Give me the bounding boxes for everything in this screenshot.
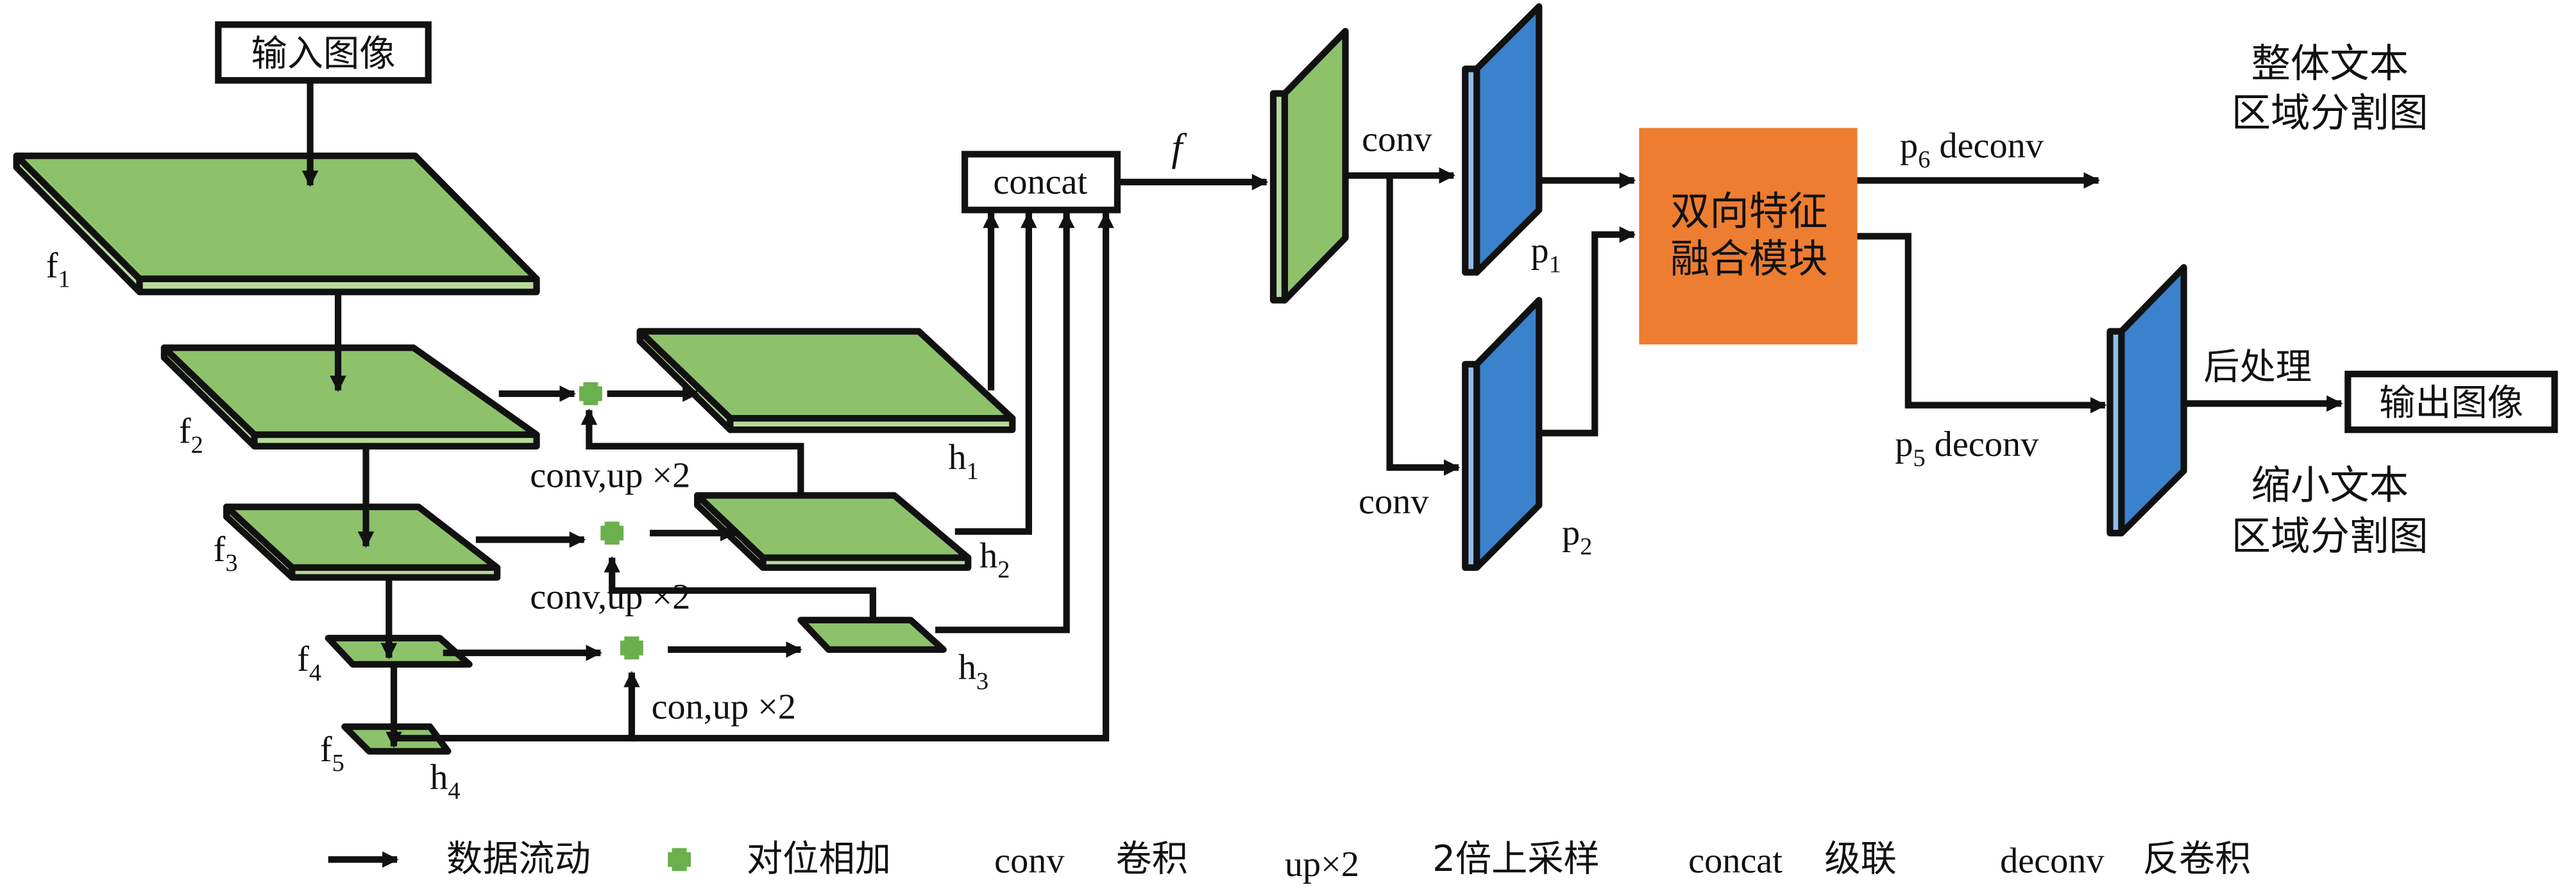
fusion-module-line2: 融合模块 (1670, 237, 1828, 282)
label-h2: h2 (979, 536, 1010, 583)
legend-dataflow: 数据流动 (446, 838, 591, 880)
legend-deconv-desc: 反卷积 (2143, 838, 2251, 880)
projection-p1 (1462, 3, 1543, 276)
add-operator-1 (579, 382, 602, 405)
shrink-text-map-line2: 区域分割图 (2232, 514, 2428, 559)
label-con-up-3: con,up ×2 (652, 687, 797, 727)
connectors (301, 80, 2343, 748)
legend-plus-icon (668, 848, 691, 872)
projection-p5 (2106, 264, 2187, 537)
label-p5-deconv: p5 deconv (1895, 425, 2039, 471)
label-p1: p1 (1531, 231, 1561, 278)
label-conv-top: conv (1362, 119, 1432, 159)
label-h3: h3 (958, 648, 988, 695)
label-f2: f2 (179, 412, 203, 459)
label-h4: h4 (430, 757, 460, 804)
label-conv-bottom: conv (1359, 482, 1429, 522)
label-conv-up-1: conv,up ×2 (530, 456, 690, 496)
label-h1: h1 (949, 438, 979, 485)
output-image-box: 输出图像 (2344, 371, 2558, 434)
label-f3: f3 (214, 530, 238, 577)
feature-f3 (223, 503, 501, 581)
output-image-label: 输出图像 (2379, 382, 2523, 424)
label-conv-up-2: conv,up ×2 (530, 577, 690, 617)
legend-conv-desc: 卷积 (1115, 838, 1188, 880)
add-operator-2 (600, 521, 624, 545)
legend-conv-term: conv (994, 841, 1065, 881)
concat-label: concat (993, 162, 1087, 202)
label-p2: p2 (1562, 513, 1592, 560)
label-postprocess: 后处理 (2203, 346, 2312, 388)
whole-text-map-line1: 整体文本 (2251, 41, 2409, 87)
fusion-module-box: 双向特征 融合模块 (1639, 128, 1858, 345)
legend-add: 对位相加 (747, 838, 891, 880)
legend-deconv-term: deconv (2000, 841, 2105, 881)
feature-h1 (636, 328, 1016, 434)
whole-text-map-line2: 区域分割图 (2232, 90, 2428, 136)
feature-f1 (13, 152, 540, 296)
feature-h3 (797, 616, 947, 654)
feature-f4 (325, 634, 473, 668)
legend-up-desc: 2倍上采样 (1432, 838, 1600, 880)
fusion-module-line1: 双向特征 (1670, 189, 1828, 234)
feature-f2 (160, 344, 540, 450)
input-image-label: 输入图像 (251, 33, 395, 74)
shrink-text-map-line1: 缩小文本 (2251, 463, 2409, 509)
add-operator-3 (620, 636, 643, 660)
projection-p2 (1462, 296, 1543, 571)
label-fused-f: f (1171, 126, 1187, 170)
legend-up-term: up×2 (1285, 845, 1359, 884)
input-image-box: 输入图像 (215, 21, 432, 84)
legend-concat-desc: 级联 (1824, 838, 1897, 880)
legend: 数据流动 对位相加 conv 卷积 up×2 2倍上采样 concat 级联 d… (328, 838, 2251, 884)
label-f5: f5 (320, 730, 344, 777)
label-f1: f1 (46, 246, 71, 292)
label-f4: f4 (297, 639, 321, 686)
feature-h2 (694, 492, 972, 571)
fused-feature-f (1269, 28, 1349, 304)
label-p6-deconv: p6 deconv (1900, 126, 2044, 173)
concat-box: concat (961, 151, 1121, 214)
legend-concat-term: concat (1688, 841, 1783, 881)
